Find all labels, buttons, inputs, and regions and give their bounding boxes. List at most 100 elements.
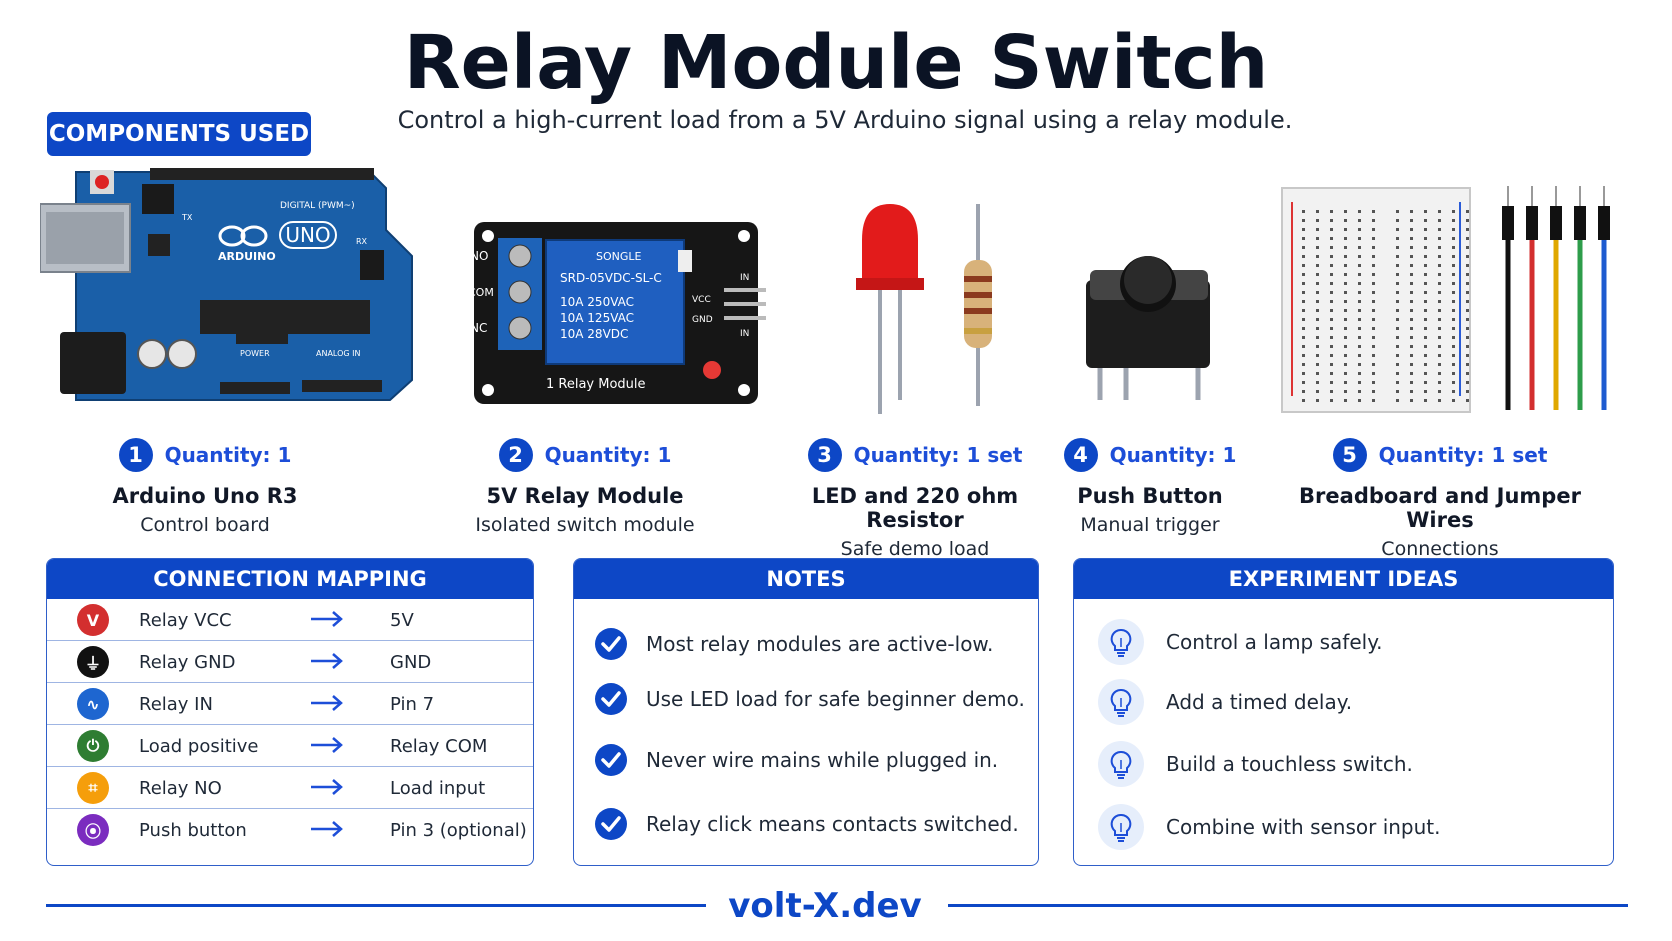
relay-brand-label: SONGLE [596, 250, 642, 263]
note-text: Use LED load for safe beginner demo. [646, 687, 1025, 711]
idea-text: Control a lamp safely. [1166, 630, 1383, 654]
component-name: LED and 220 ohm Resistor [811, 484, 1019, 532]
note-item: Relay click means contacts switched. [594, 807, 1019, 841]
arrow-right-icon [311, 653, 343, 669]
relay-module-image: NO COM NC SONGLE SRD-05VDC-SL-C 10A 250V… [468, 222, 766, 404]
component-quantity: Quantity: 1 set [853, 443, 1023, 467]
power-label: POWER [240, 349, 270, 358]
ground-icon: ⏚ [77, 646, 109, 678]
relay-vcc-label: VCC [692, 295, 711, 305]
relay-module-label: 1 Relay Module [546, 377, 646, 392]
connection-mapping-title: CONNECTION MAPPING [47, 559, 533, 599]
relay-spec-2: 10A 125VAC [560, 311, 634, 325]
check-circle-icon [595, 628, 627, 660]
arrow-right-icon [311, 695, 343, 711]
mapping-to: Pin 3 (optional) [390, 820, 527, 841]
idea-item: Add a timed delay. [1098, 679, 1352, 725]
breadboard-holes [1302, 210, 1469, 402]
push-button-image [1086, 256, 1210, 400]
analog-label: ANALOG IN [316, 349, 361, 358]
idea-text: Combine with sensor input. [1166, 815, 1441, 839]
button-icon: ⦿ [77, 814, 109, 846]
tx-label: TX [181, 213, 193, 222]
idea-text: Build a touchless switch. [1166, 752, 1413, 776]
relay-in-label-top: IN [740, 273, 749, 283]
relay-model-label: SRD-05VDC-SL-C [560, 271, 662, 285]
component-desc: Control board [140, 514, 270, 536]
arduino-uno-image: DIGITAL (PWM~) POWER ANALOG IN TX RX UNO… [40, 168, 413, 401]
relay-spec-1: 10A 250VAC [560, 295, 634, 309]
idea-text: Add a timed delay. [1166, 690, 1353, 714]
footer-brand: volt-X.dev [728, 886, 922, 926]
signal-icon: ∿ [77, 688, 109, 720]
mapping-to: GND [390, 652, 432, 673]
lightbulb-icon [1098, 679, 1144, 725]
relay-spec-3: 10A 28VDC [560, 327, 628, 341]
footer-rule-right [948, 904, 1628, 907]
check-circle-icon [595, 808, 627, 840]
component-number-badge: 1 [118, 438, 153, 472]
digital-label: DIGITAL (PWM~) [280, 201, 355, 211]
relay-nc-label: NC [470, 321, 487, 335]
component-quantity: Quantity: 1 [164, 443, 292, 467]
note-item: Never wire mains while plugged in. [594, 743, 998, 777]
component-3: 3 Quantity: 1 set LED and 220 ohm Resisto… [770, 438, 1060, 560]
mapping-from: Relay GND [139, 652, 236, 673]
component-name: Push Button [1077, 484, 1223, 508]
relay-com-label: COM [468, 286, 494, 299]
relay-in-label-bottom: IN [740, 329, 749, 339]
component-desc: Connections [1381, 538, 1499, 560]
lightbulb-icon [1098, 741, 1144, 787]
vcc-icon: V [77, 604, 109, 636]
component-number-badge: 5 [1332, 438, 1367, 472]
component-quantity: Quantity: 1 set [1378, 443, 1548, 467]
mapping-row: ⦿ Push button Pin 3 (optional) [47, 809, 533, 851]
note-item: Use LED load for safe beginner demo. [594, 682, 1025, 716]
mapping-to: Pin 7 [390, 694, 435, 715]
idea-item: Build a touchless switch. [1098, 741, 1413, 787]
page-title: Relay Module Switch [403, 20, 1269, 106]
uno-label: UNO [285, 223, 330, 247]
note-item: Most relay modules are active-low. [594, 627, 993, 661]
component-name: 5V Relay Module [486, 484, 684, 508]
mapping-row: V Relay VCC 5V [47, 599, 533, 641]
arrow-right-icon [311, 821, 343, 837]
ideas-title: EXPERIMENT IDEAS [1074, 559, 1613, 599]
lightbulb-icon [1098, 619, 1144, 665]
idea-item: Control a lamp safely. [1098, 619, 1383, 665]
relay-icon: ⌗ [77, 772, 109, 804]
lightbulb-icon [1098, 804, 1144, 850]
component-quantity: Quantity: 1 [544, 443, 672, 467]
arduino-logo-icon [218, 225, 268, 247]
connection-mapping-panel: CONNECTION MAPPING V Relay VCC 5V ⏚ Relay GN… [46, 558, 534, 866]
mapping-to: 5V [390, 610, 414, 631]
arduino-label: ARDUINO [218, 250, 276, 263]
component-5: 5 Quantity: 1 set Breadboard and Jumper W… [1290, 438, 1590, 560]
rx-label: RX [356, 237, 368, 246]
component-desc: Manual trigger [1080, 514, 1220, 536]
note-text: Relay click means contacts switched. [646, 812, 1019, 836]
components-badge: COMPONENTS USED [47, 112, 311, 156]
component-number-badge: 3 [807, 438, 842, 472]
ideas-panel: EXPERIMENT IDEAS Control a lamp safely. A… [1073, 558, 1614, 866]
mapping-from: Relay NO [139, 778, 222, 799]
component-name: Breadboard and Jumper Wires [1299, 484, 1581, 532]
component-desc: Isolated switch module [475, 514, 695, 536]
led-resistor-image [856, 204, 992, 414]
mapping-from: Load positive [139, 736, 259, 757]
arrow-right-icon [311, 737, 343, 753]
component-desc: Safe demo load [840, 538, 990, 560]
notes-panel: NOTES Most relay modules are active-low.… [573, 558, 1039, 866]
mapping-from: Relay VCC [139, 610, 232, 631]
note-text: Never wire mains while plugged in. [646, 748, 999, 772]
jumper-wires [1502, 186, 1610, 410]
page-subtitle: Control a high-current load from a 5V Ar… [397, 106, 1293, 134]
relay-gnd-label: GND [692, 315, 713, 325]
mapping-from: Push button [139, 820, 247, 841]
notes-title: NOTES [574, 559, 1038, 599]
